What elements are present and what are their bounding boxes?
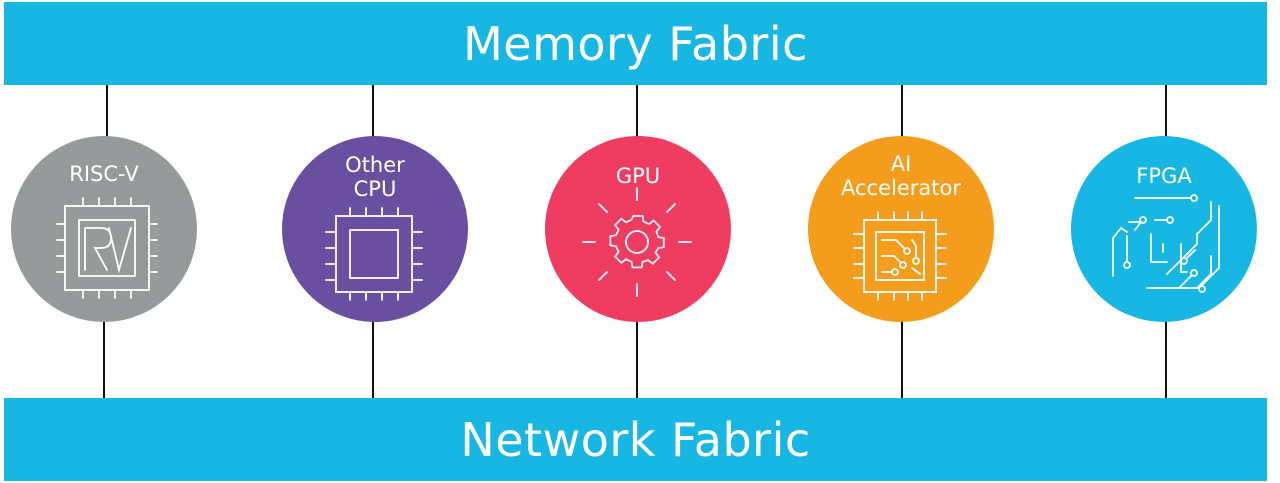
node-other-cpu-label-line-1: Other xyxy=(345,153,405,177)
connector-gpu-top xyxy=(636,85,638,137)
node-ai-accelerator-label: AI Accelerator xyxy=(808,152,994,200)
cpu-chip-icon xyxy=(325,207,423,301)
node-risc-v: RISC-V xyxy=(11,136,197,322)
node-gpu-label: GPU xyxy=(615,164,661,188)
circuit-chip-icon xyxy=(853,211,947,301)
connector-ai-accelerator-top xyxy=(901,85,903,137)
node-gpu: GPU xyxy=(545,136,731,322)
node-ai-accelerator-label-line-2: Accelerator xyxy=(841,176,961,200)
gear-icon xyxy=(582,187,692,297)
connector-risc-v-bottom xyxy=(103,320,105,398)
memory-fabric-label: Memory Fabric xyxy=(463,16,808,71)
node-risc-v-label: RISC-V xyxy=(69,162,139,186)
node-fpga: FPGA xyxy=(1071,136,1257,322)
connector-gpu-bottom xyxy=(636,320,638,398)
node-ai-accelerator-label-line-1: AI xyxy=(890,152,912,176)
node-ai-accelerator: AI Accelerator xyxy=(808,136,994,322)
risc-v-chip-icon xyxy=(56,197,158,299)
network-fabric-bar: Network Fabric xyxy=(4,398,1267,481)
connector-fpga-bottom xyxy=(1165,320,1167,398)
connector-other-cpu-top xyxy=(372,85,374,137)
connector-ai-accelerator-bottom xyxy=(901,320,903,398)
node-other-cpu-label-line-2: CPU xyxy=(353,177,397,201)
network-fabric-label: Network Fabric xyxy=(460,412,811,467)
node-fpga-label: FPGA xyxy=(1136,164,1192,188)
memory-fabric-bar: Memory Fabric xyxy=(4,2,1267,85)
circuit-traces-icon xyxy=(1112,194,1220,293)
connector-other-cpu-bottom xyxy=(372,320,374,398)
node-other-cpu: Other CPU xyxy=(282,136,468,322)
connector-risc-v-top xyxy=(106,85,108,137)
connector-fpga-top xyxy=(1165,85,1167,137)
node-other-cpu-label: Other CPU xyxy=(282,153,468,201)
